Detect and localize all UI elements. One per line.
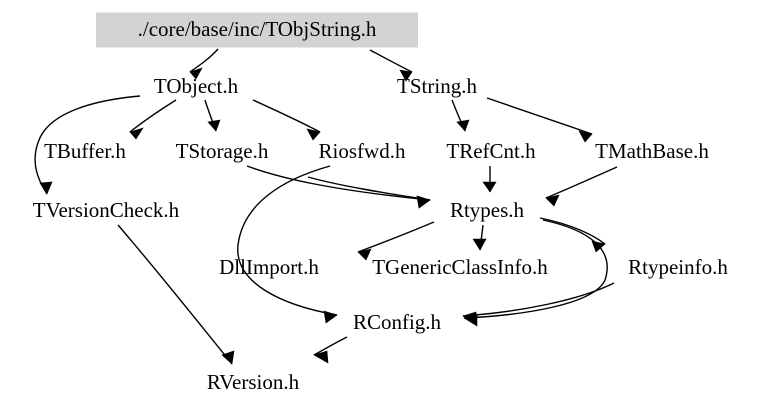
node-label: TVersionCheck.h <box>33 198 180 222</box>
node-label: Riosfwd.h <box>319 139 406 163</box>
arrowhead-icon <box>472 238 487 251</box>
node-label: TStorage.h <box>176 139 269 163</box>
node-label: TGenericClassInfo.h <box>372 255 548 279</box>
edge-riosfwd-to-rtypes <box>307 176 431 209</box>
node-label: TRefCnt.h <box>446 139 536 163</box>
arrowhead-icon <box>189 67 203 80</box>
node-trefcnt[interactable]: TRefCnt.h <box>438 139 544 165</box>
node-tbuffer[interactable]: TBuffer.h <box>33 139 137 165</box>
arrowhead-icon <box>416 195 431 209</box>
edge-tversioncheck-to-rversion <box>117 224 235 365</box>
edge-rtypes-to-dllimport <box>357 221 435 261</box>
node-label: Rtypeinfo.h <box>628 255 728 279</box>
node-riosfwd[interactable]: Riosfwd.h <box>310 139 414 165</box>
node-label: Rtypes.h <box>450 198 525 222</box>
edge-tobject-to-tstorage <box>204 99 221 132</box>
node-tobject[interactable]: TObject.h <box>142 74 250 100</box>
arrowhead-icon <box>39 181 53 195</box>
edge-tobject-to-tversioncheck <box>34 95 141 195</box>
node-label: RConfig.h <box>353 310 442 334</box>
arrowhead-icon <box>221 350 235 365</box>
edge-rtypeinfo-to-rconfig <box>462 282 615 325</box>
node-tobjstring[interactable]: ./core/base/inc/TObjString.h <box>96 12 418 48</box>
arrowhead-icon <box>462 311 477 325</box>
node-rconfig[interactable]: RConfig.h <box>343 310 451 336</box>
arrowhead-icon <box>207 119 221 132</box>
node-rtypes[interactable]: Rtypes.h <box>439 198 535 224</box>
node-label: TObject.h <box>154 74 239 98</box>
node-rtypeinfo[interactable]: Rtypeinfo.h <box>617 255 739 281</box>
edge-tstring-to-trefcnt <box>451 99 470 132</box>
arrowhead-icon <box>306 128 321 141</box>
node-background <box>96 12 418 48</box>
edge-tobject-to-tbuffer <box>129 99 177 140</box>
node-label: ./core/base/inc/TObjString.h <box>138 17 377 41</box>
edge-tobjstring-to-tobject <box>189 48 219 80</box>
node-label: RVersion.h <box>207 370 300 394</box>
node-label: TMathBase.h <box>595 139 709 163</box>
edge-rtypes-to-tgenericclassinfo <box>472 224 487 251</box>
node-tgenericclassinfo[interactable]: TGenericClassInfo.h <box>360 255 560 281</box>
node-label: TBuffer.h <box>44 139 126 163</box>
edge-tobjstring-to-tstring <box>369 49 413 82</box>
edge-riosfwd-to-rconfig <box>237 165 338 324</box>
arrowhead-icon <box>545 194 560 207</box>
arrowhead-icon <box>323 310 338 324</box>
arrowhead-icon <box>456 119 470 132</box>
arrowhead-icon <box>482 181 497 193</box>
arrowhead-icon <box>313 350 329 364</box>
edge-tmathbase-to-rtypes <box>545 166 618 207</box>
edge-tstorage-to-rtypes <box>246 165 431 209</box>
edges-layer <box>34 48 618 365</box>
edge-rconfig-to-rversion <box>313 336 348 364</box>
node-rversion[interactable]: RVersion.h <box>194 370 312 396</box>
node-tversioncheck[interactable]: TVersionCheck.h <box>17 198 195 224</box>
arrowhead-icon <box>578 130 593 143</box>
arrowhead-icon <box>129 127 144 140</box>
edge-trefcnt-to-rtypes <box>482 166 497 193</box>
node-label: DllImport.h <box>219 255 319 279</box>
arrowhead-icon <box>357 248 372 261</box>
node-tmathbase[interactable]: TMathBase.h <box>582 139 722 165</box>
node-dllimport[interactable]: DllImport.h <box>209 255 329 281</box>
edge-tstring-to-tmathbase <box>486 97 593 143</box>
arrowhead-icon <box>399 69 413 82</box>
edge-rtypes-to-rtypeinfo <box>539 217 606 253</box>
edge-tobject-to-riosfwd <box>252 99 321 141</box>
node-tstorage[interactable]: TStorage.h <box>164 139 280 165</box>
node-tstring[interactable]: TString.h <box>387 74 487 100</box>
node-label: TString.h <box>397 74 477 98</box>
